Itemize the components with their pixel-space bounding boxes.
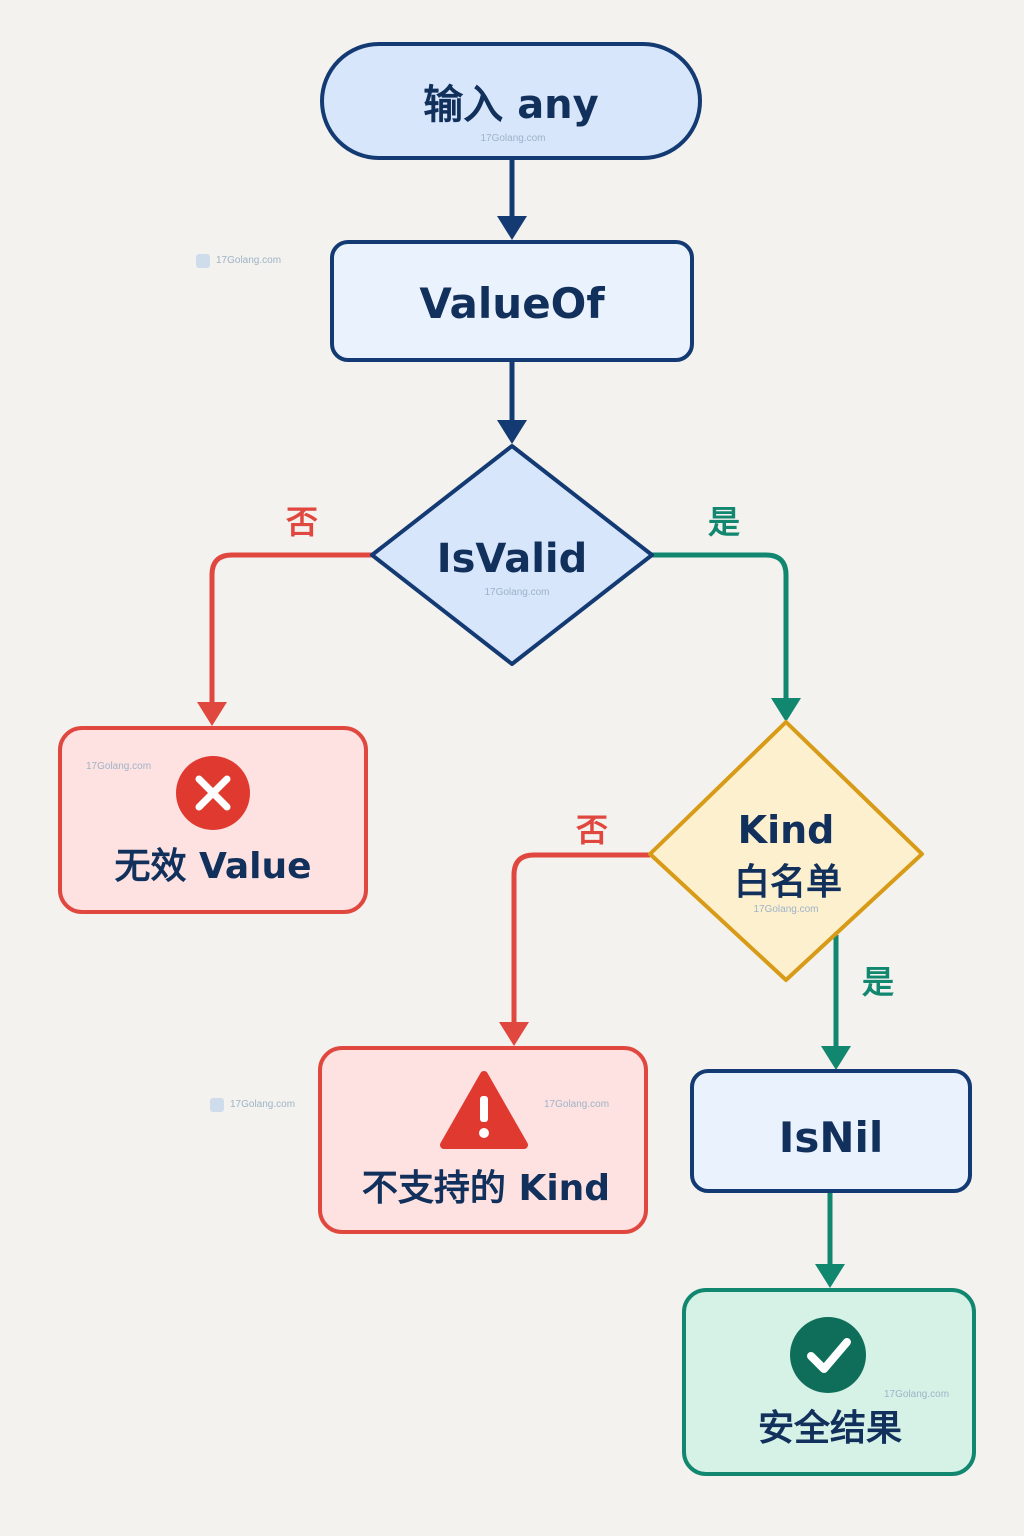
watermark-text: 17Golang.com (484, 587, 549, 598)
edge-label-isvalid-yes: 是 (708, 503, 740, 541)
node-kind-line1: Kind (738, 808, 835, 852)
node-unsupported-label: 不支持的 Kind (362, 1168, 610, 1209)
node-invalid-label: 无效 Value (114, 846, 311, 887)
edge-isvalid-no (197, 552, 372, 726)
watermark-logo: 17Golang.com (196, 254, 281, 268)
node-valueof-label: ValueOf (419, 279, 605, 328)
watermark-text: 17Golang.com (884, 1389, 949, 1400)
node-safe: 安全结果 17Golang.com (682, 1288, 976, 1476)
edge-valueof-isvalid (497, 362, 527, 444)
node-input-label: 输入 any (423, 82, 598, 128)
edge-isnil-safe (815, 1192, 845, 1288)
node-kind: Kind 白名单 17Golang.com (648, 720, 924, 982)
node-safe-label: 安全结果 (758, 1407, 902, 1449)
edge-input-valueof (497, 160, 527, 240)
watermark-text: 17Golang.com (86, 761, 151, 772)
edge-label-kind-yes: 是 (862, 963, 894, 1001)
watermark-text: 17Golang.com (753, 904, 818, 915)
node-input: 输入 any 17Golang.com (320, 42, 702, 160)
node-kind-line2: 白名单 (734, 862, 842, 903)
node-unsupported: 不支持的 Kind 17Golang.com (318, 1046, 648, 1234)
watermark-logo: 17Golang.com (210, 1098, 295, 1112)
node-isvalid: IsValid 17Golang.com (370, 444, 654, 666)
watermark-text: 17Golang.com (230, 1099, 295, 1110)
node-isnil-label: IsNil (779, 1113, 884, 1162)
edge-isvalid-yes (652, 552, 801, 722)
node-isnil: IsNil (690, 1069, 972, 1193)
watermark-text: 17Golang.com (216, 255, 281, 266)
edge-kind-no (499, 852, 650, 1046)
watermark-text: 17Golang.com (480, 133, 545, 144)
edge-label-kind-no: 否 (576, 811, 608, 849)
warning-triangle-icon (440, 1071, 528, 1149)
edge-kind-yes (821, 935, 851, 1070)
node-valueof: ValueOf (330, 240, 694, 362)
x-circle-icon (176, 756, 250, 830)
watermark-text: 17Golang.com (544, 1099, 609, 1110)
node-isvalid-label: IsValid (437, 536, 588, 582)
check-circle-icon (790, 1317, 866, 1393)
node-invalid: 无效 Value 17Golang.com (58, 726, 368, 914)
edge-label-isvalid-no: 否 (286, 503, 318, 541)
